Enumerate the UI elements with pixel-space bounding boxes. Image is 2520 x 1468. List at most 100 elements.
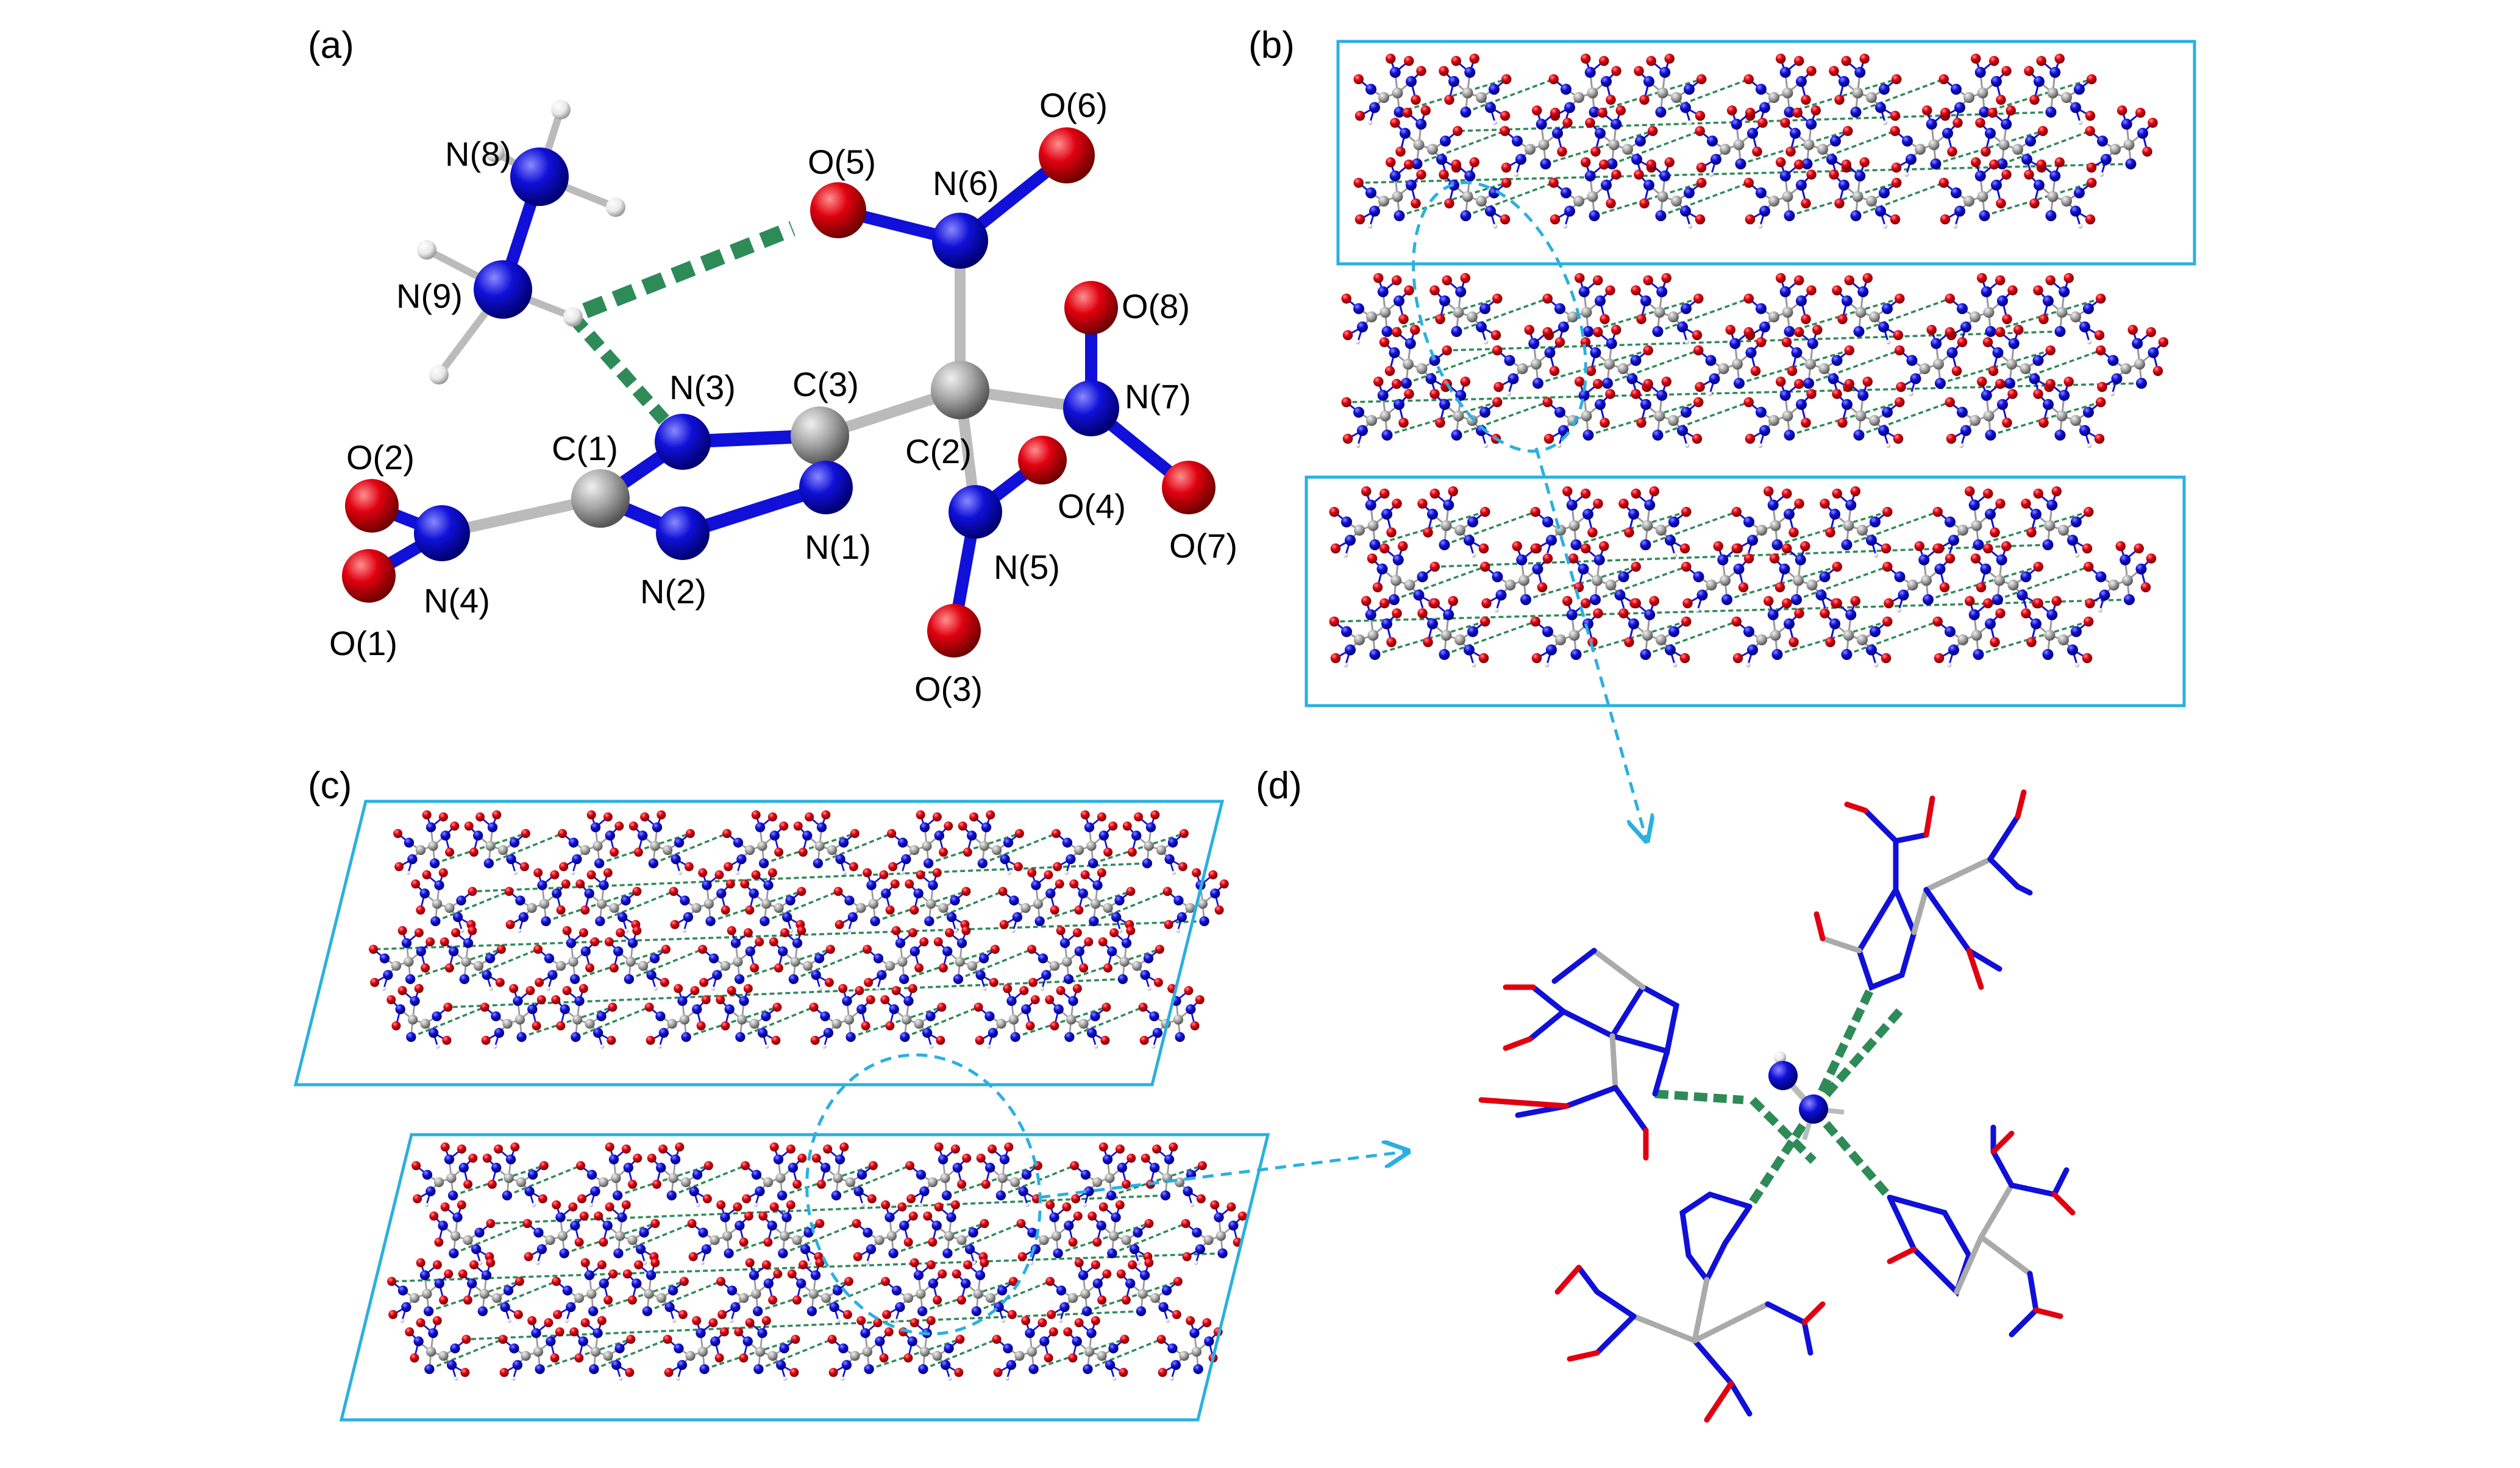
lattice-atom bbox=[2070, 205, 2081, 217]
lattice-atom bbox=[1377, 389, 1389, 401]
lattice-atom bbox=[2029, 94, 2040, 105]
lattice-atom bbox=[727, 926, 736, 935]
lattice-atom bbox=[993, 1367, 1003, 1377]
lattice-atom bbox=[1353, 303, 1364, 314]
lattice-atom bbox=[2045, 210, 2057, 221]
lattice-atom bbox=[862, 1347, 873, 1357]
lattice-atom bbox=[1982, 337, 1993, 347]
lattice-atom bbox=[1554, 303, 1565, 314]
lattice-atom bbox=[682, 929, 686, 933]
lattice-hbond bbox=[1087, 1338, 1162, 1370]
lattice-atom bbox=[1353, 406, 1364, 418]
lattice-atom bbox=[1599, 541, 1609, 551]
lattice-atom bbox=[1750, 366, 1761, 376]
lattice-atom bbox=[517, 929, 522, 933]
lattice-atom bbox=[1429, 389, 1440, 399]
lattice-atom bbox=[440, 831, 450, 841]
lattice-atom bbox=[1756, 525, 1767, 536]
lattice-atom bbox=[1838, 179, 1849, 191]
lattice-atom bbox=[1392, 554, 1404, 566]
lattice-atom bbox=[823, 1144, 833, 1154]
lattice-atom bbox=[1710, 154, 1721, 165]
lattice-atom bbox=[2087, 177, 2097, 188]
lattice-atom bbox=[504, 1173, 514, 1183]
lattice-atom bbox=[1006, 1360, 1017, 1370]
lattice-atom bbox=[702, 1194, 712, 1204]
lattice-atom bbox=[463, 1295, 472, 1305]
lattice-atom bbox=[1386, 54, 1396, 64]
lattice-atom bbox=[1158, 1302, 1169, 1313]
lattice-atom bbox=[1139, 1035, 1149, 1045]
lattice-atom bbox=[379, 953, 390, 963]
lattice-atom bbox=[481, 1035, 491, 1045]
lattice-atom bbox=[1776, 377, 1786, 387]
lattice-atom bbox=[1659, 170, 1671, 182]
lattice-atom bbox=[622, 1269, 632, 1279]
lattice-atom bbox=[788, 974, 799, 984]
lattice-atom bbox=[703, 899, 714, 909]
lattice-atom bbox=[692, 1004, 702, 1015]
lattice-atom bbox=[1366, 311, 1377, 322]
lattice-atom bbox=[1756, 406, 1767, 418]
lattice-atom bbox=[1435, 417, 1445, 428]
lattice-atom bbox=[1862, 273, 1873, 283]
lattice-atom bbox=[1106, 1190, 1117, 1200]
lattice-atom bbox=[2007, 285, 2018, 296]
lattice-atom bbox=[1743, 397, 1754, 408]
lattice-atom bbox=[1776, 157, 1786, 168]
lattice-atom bbox=[811, 1154, 821, 1163]
lattice-atom bbox=[533, 945, 543, 954]
lattice-atom bbox=[1056, 1285, 1067, 1296]
lattice-atom bbox=[1668, 516, 1679, 528]
lattice-atom bbox=[1803, 139, 1815, 151]
lattice-atom bbox=[1550, 107, 1561, 118]
lattice-atom bbox=[1119, 957, 1130, 967]
lattice-atom bbox=[1417, 571, 1428, 583]
lattice-atom bbox=[1416, 66, 1426, 76]
lattice-atom bbox=[1882, 506, 1893, 517]
lattice-atom bbox=[1855, 307, 1867, 318]
lattice-hbond bbox=[1789, 182, 1897, 217]
lattice-atom bbox=[1548, 74, 1559, 85]
lattice-atom bbox=[701, 1244, 712, 1255]
lattice-atom bbox=[1118, 929, 1123, 933]
lattice-atom bbox=[1040, 987, 1044, 991]
lattice-hbond bbox=[1058, 1222, 1150, 1255]
lattice-atom bbox=[1028, 1364, 1039, 1374]
lattice-atom bbox=[1904, 172, 1909, 177]
lattice-atom bbox=[506, 854, 516, 865]
lattice-atom bbox=[556, 905, 566, 915]
lattice-atom bbox=[774, 963, 783, 973]
lattice-atom bbox=[1144, 1219, 1154, 1229]
lattice-atom bbox=[1907, 580, 1918, 590]
label-o4: O(4) bbox=[1058, 487, 1126, 525]
lattice-atom bbox=[1353, 74, 1364, 85]
lattice-atom bbox=[1515, 154, 1526, 165]
lattice-atom bbox=[603, 812, 613, 822]
lattice-atom bbox=[1208, 870, 1218, 880]
lattice-atom bbox=[576, 1161, 586, 1171]
lattice-atom bbox=[1478, 653, 1489, 664]
lattice-atom bbox=[395, 1004, 405, 1015]
lattice-atom bbox=[1713, 541, 1723, 551]
lattice-atom bbox=[845, 1032, 856, 1042]
lattice-atom bbox=[1602, 378, 1613, 389]
lattice-hbond bbox=[599, 890, 674, 923]
lattice-atom bbox=[1831, 355, 1843, 366]
lattice-atom bbox=[976, 1154, 986, 1163]
lattice-hbond bbox=[1607, 349, 1699, 385]
lattice-atom bbox=[586, 870, 596, 880]
lattice-atom bbox=[2054, 326, 2066, 337]
lattice-atom bbox=[989, 977, 998, 987]
lattice-hbond bbox=[464, 948, 539, 980]
lattice-atom bbox=[1906, 154, 1917, 165]
lattice-atom bbox=[1507, 373, 1519, 385]
lattice-atom bbox=[1866, 644, 1877, 656]
lattice-atom bbox=[1885, 339, 1891, 344]
lattice-atom bbox=[957, 1179, 967, 1189]
lattice-hbond bbox=[836, 1165, 911, 1197]
lattice-atom bbox=[1832, 389, 1842, 399]
lattice-atom bbox=[961, 887, 971, 896]
lattice-atom bbox=[1029, 1261, 1034, 1265]
lattice-atom bbox=[1706, 580, 1717, 590]
